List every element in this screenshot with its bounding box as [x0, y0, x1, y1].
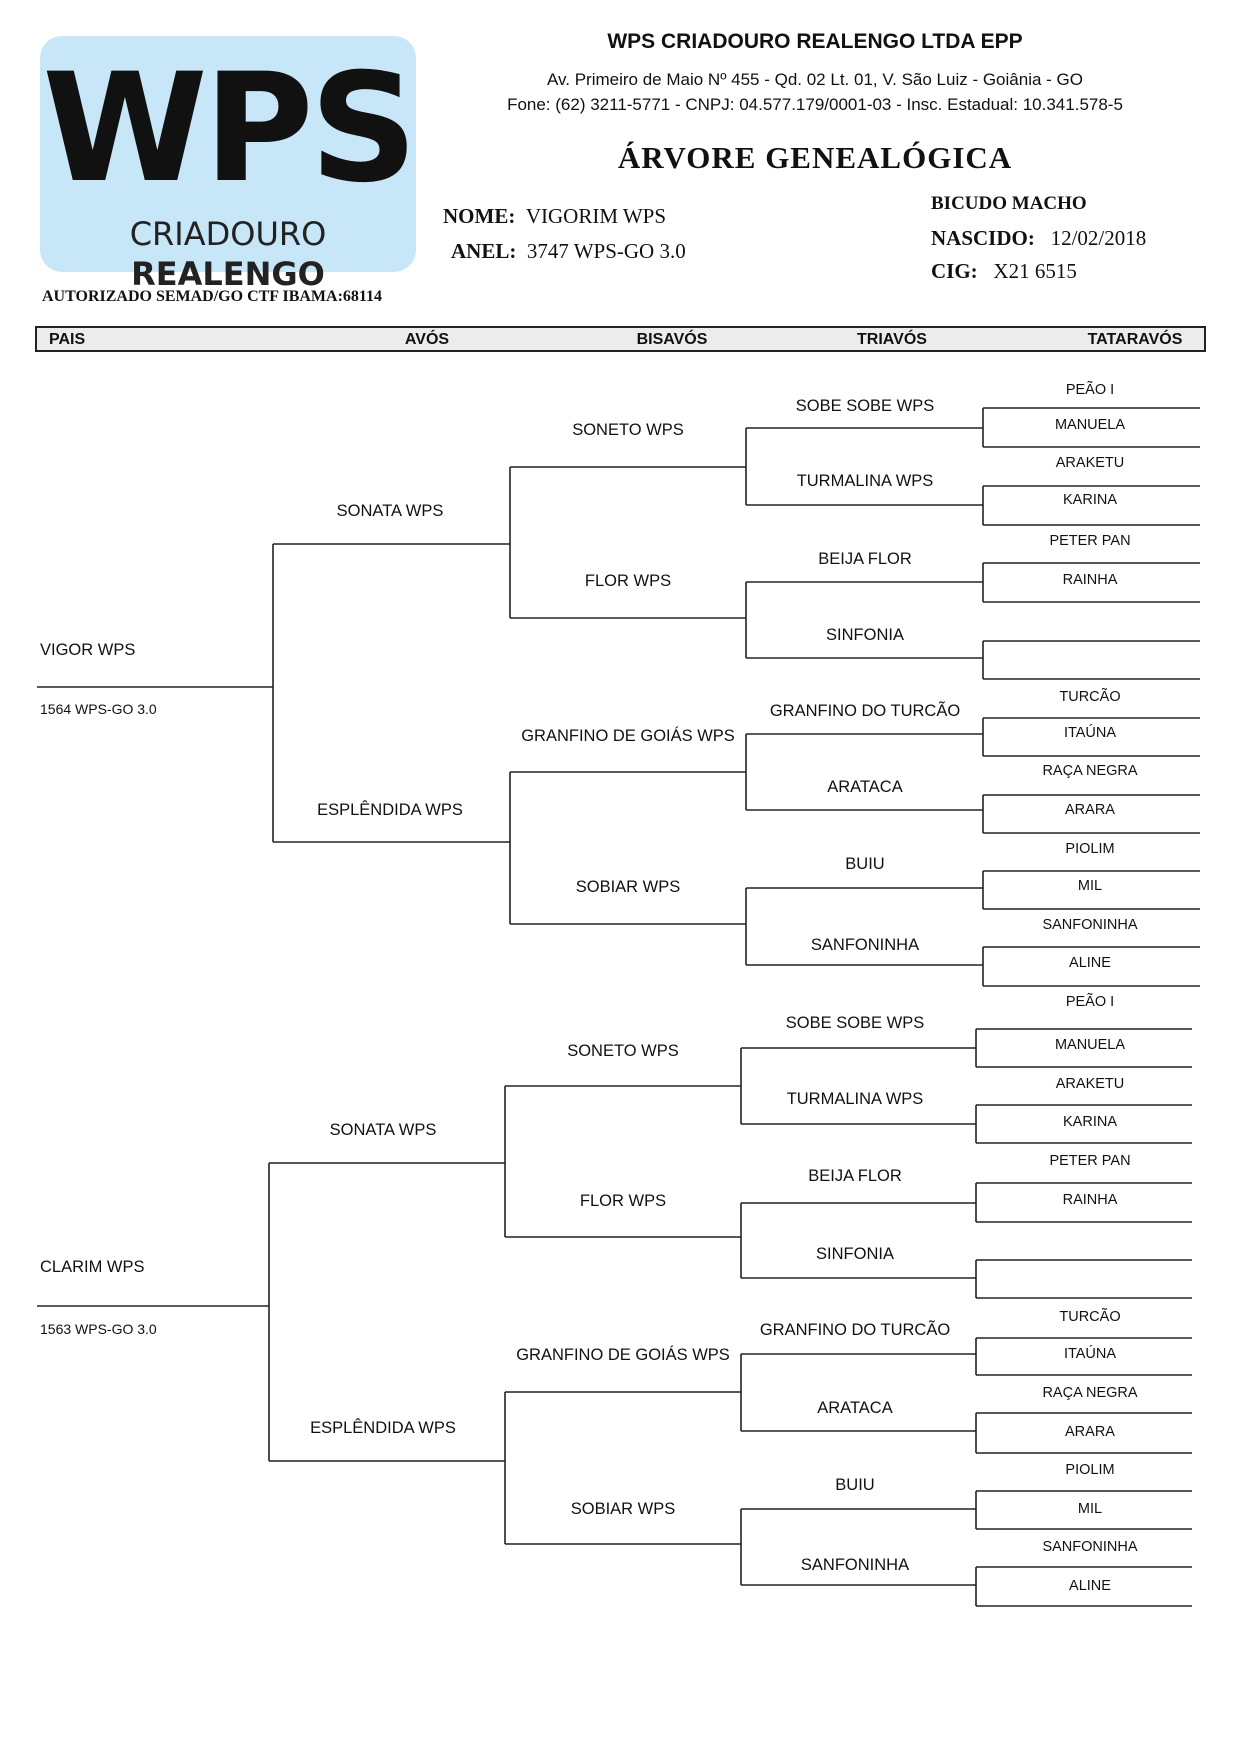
triavo-name: SINFONIA [826, 626, 904, 644]
great-grandparent-name: SONETO WPS [572, 421, 684, 439]
tataravo-name: PETER PAN [1049, 1153, 1131, 1169]
species-label: BICUDO MACHO [931, 193, 1087, 214]
gen-header-tataravos: TATARAVÓS [1087, 331, 1183, 348]
triavo-name: SOBE SOBE WPS [785, 1014, 925, 1032]
tataravo-name: RAÇA NEGRA [1042, 763, 1138, 779]
tataravo-name: MANUELA [1054, 1037, 1126, 1053]
tataravo-name: ARAKETU [1055, 1076, 1125, 1092]
bird-name: VIGORIM WPS [525, 204, 667, 228]
born-row: NASCIDO: 12/02/2018 [931, 226, 1146, 251]
tataravo-name: MIL [1077, 878, 1103, 894]
tataravo-name: SANFONINHA [1042, 917, 1138, 933]
born-label: NASCIDO: [931, 226, 1035, 250]
generation-header: PAIS AVÓS BISAVÓS TRIAVÓS TATARAVÓS [35, 326, 1206, 352]
tataravo-name: ARARA [1065, 1424, 1115, 1440]
grandparent-name: SONATA WPS [336, 502, 444, 520]
tataravo-name: PETER PAN [1049, 533, 1131, 549]
authorization-note: AUTORIZADO SEMAD/GO CTF IBAMA:68114 [42, 288, 383, 305]
logo: WPS CRIADOURO REALENGO [40, 36, 418, 293]
tataravo-name: RAINHA [1062, 572, 1118, 588]
great-grandparent-name: GRANFINO DE GOIÁS WPS [516, 1346, 730, 1364]
tataravo-name: KARINA [1063, 492, 1117, 508]
tataravo-name: MIL [1077, 1501, 1103, 1517]
great-grandparent-name: SONETO WPS [567, 1042, 679, 1060]
triavo-name: SANFONINHA [810, 936, 920, 954]
cig-value: X21 6515 [993, 259, 1077, 283]
triavo-name: SINFONIA [816, 1245, 894, 1263]
great-grandparent-name: SOBIAR WPS [575, 878, 681, 896]
logo-subtitle-bold: REALENGO [131, 255, 325, 293]
cig-label: CIG: [931, 259, 978, 283]
gen-header-triavos: TRIAVÓS [857, 331, 927, 348]
grandparent-name: SONATA WPS [329, 1121, 437, 1139]
tataravo-name: SANFONINHA [1042, 1539, 1138, 1555]
tataravo-name: ARARA [1065, 802, 1115, 818]
parent-name: VIGOR WPS [40, 641, 136, 659]
tataravo-name: PEÃO I [1065, 994, 1115, 1010]
name-label: NOME: [443, 204, 516, 228]
page-title: ÁRVORE GENEALÓGICA [617, 140, 1013, 175]
species: BICUDO MACHO [931, 193, 1087, 215]
cig-row: CIG: X21 6515 [931, 259, 1077, 284]
tataravo-name: KARINA [1063, 1114, 1117, 1130]
company-address: Av. Primeiro de Maio Nº 455 - Qd. 02 Lt.… [547, 70, 1083, 89]
gen-header-pais: PAIS [49, 331, 86, 348]
triavo-name: BUIU [845, 855, 885, 873]
parent-name: CLARIM WPS [40, 1258, 145, 1276]
company-name: WPS CRIADOURO REALENGO LTDA EPP [607, 30, 1023, 53]
tataravo-name: RAINHA [1062, 1192, 1118, 1208]
tataravo-name: ALINE [1069, 955, 1111, 971]
triavo-name: GRANFINO DO TURCÃO [759, 1321, 951, 1339]
logo-subtitle: CRIADOURO REALENGO [40, 214, 416, 294]
parent-ring: 1564 WPS-GO 3.0 [40, 701, 157, 717]
great-grandparent-name: GRANFINO DE GOIÁS WPS [521, 727, 735, 745]
bird-ring: 3747 WPS-GO 3.0 [526, 239, 686, 263]
tataravo-name: RAÇA NEGRA [1042, 1385, 1138, 1401]
triavo-name: BEIJA FLOR [808, 1167, 902, 1185]
name-row: NOME: VIGORIM WPS [443, 204, 666, 229]
logo-wordmark: WPS [42, 42, 417, 216]
logo-subtitle-light: CRIADOURO [129, 215, 327, 253]
gen-header-bisavos: BISAVÓS [636, 331, 708, 348]
tataravo-name: TURCÃO [1059, 689, 1121, 705]
triavo-name: BEIJA FLOR [818, 550, 912, 568]
triavo-name: BUIU [835, 1476, 875, 1494]
tataravo-name: ITAÚNA [1063, 725, 1117, 741]
company-contact: Fone: (62) 3211-5771 - CNPJ: 04.577.179/… [507, 95, 1123, 114]
triavo-name: ARATACA [827, 778, 903, 796]
gen-header-avos: AVÓS [404, 331, 450, 348]
ring-row: ANEL: 3747 WPS-GO 3.0 [451, 239, 686, 264]
tataravo-name: PEÃO I [1065, 382, 1115, 398]
triavo-name: SOBE SOBE WPS [795, 397, 935, 415]
great-grandparent-name: FLOR WPS [579, 1192, 667, 1210]
tataravo-name: ITAÚNA [1063, 1346, 1117, 1362]
tataravo-name: MANUELA [1054, 417, 1126, 433]
born-date: 12/02/2018 [1050, 226, 1147, 250]
great-grandparent-name: SOBIAR WPS [570, 1500, 676, 1518]
tataravo-name: PIOLIM [1065, 1462, 1115, 1478]
tataravo-name: PIOLIM [1065, 841, 1115, 857]
parent-ring: 1563 WPS-GO 3.0 [40, 1321, 157, 1337]
tataravo-name: ALINE [1069, 1578, 1111, 1594]
tataravo-name: ARAKETU [1055, 455, 1125, 471]
great-grandparent-name: FLOR WPS [584, 572, 672, 590]
ring-label: ANEL: [451, 239, 517, 263]
triavo-name: GRANFINO DO TURCÃO [769, 702, 961, 720]
triavo-name: TURMALINA WPS [796, 472, 934, 490]
tataravo-name: TURCÃO [1059, 1309, 1121, 1325]
grandparent-name: ESPLÊNDIDA WPS [317, 801, 463, 819]
grandparent-name: ESPLÊNDIDA WPS [310, 1419, 456, 1437]
triavo-name: SANFONINHA [800, 1556, 910, 1574]
triavo-name: ARATACA [817, 1399, 893, 1417]
triavo-name: TURMALINA WPS [786, 1090, 924, 1108]
